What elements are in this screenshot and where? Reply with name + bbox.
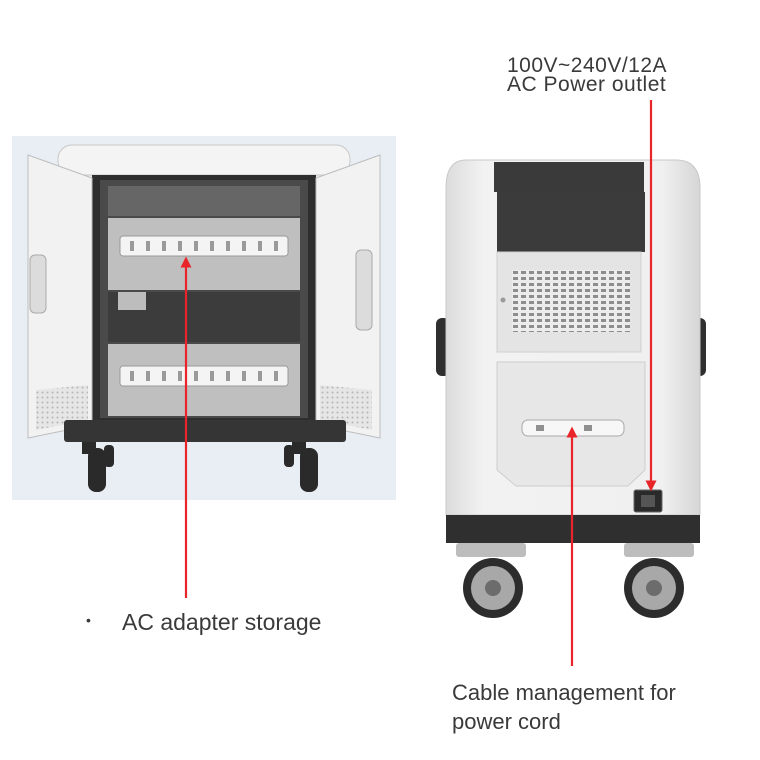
cable-management-label: Cable management for power cord [452, 678, 676, 736]
rear-cabinet-image [436, 159, 706, 618]
casters [456, 543, 694, 618]
power-outlet-label: 100V~240V/12A AC Power outlet [507, 54, 668, 96]
callout-arrows [180, 100, 657, 666]
cable-label-line2: power cord [452, 709, 561, 734]
cable-label-line1: Cable management for [452, 680, 676, 705]
adapter-storage-label: AC adapter storage [122, 609, 322, 635]
power-outlet-text: AC Power outlet [507, 73, 667, 96]
power-voltage-text: 100V~240V/12A [507, 54, 668, 77]
open-cabinet-image [12, 136, 396, 500]
bullet-icon: • [86, 612, 91, 628]
